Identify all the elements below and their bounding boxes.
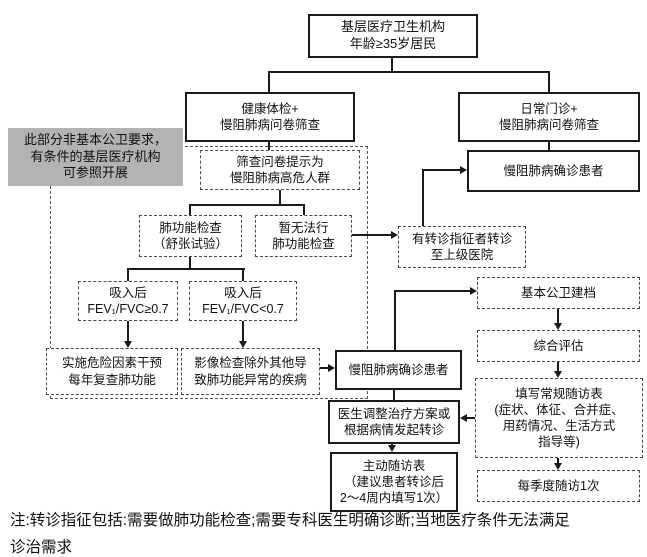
connector	[268, 71, 550, 73]
connector	[189, 257, 191, 268]
node-public-health-archive: 基本公卫建档	[477, 277, 640, 309]
node-risk-intervention: 实施危险因素干预 每年复查肺功能	[46, 348, 178, 395]
node-lung-function-test: 肺功能检查 （舒张试验）	[139, 215, 242, 257]
connector	[422, 170, 424, 226]
node-doctor-adjust-treatment: 医生调整治疗方案或 根据病情发起转诊	[328, 400, 460, 444]
node-confirmed-patient-top: 慢阻肺病确诊患者	[467, 150, 640, 192]
connector	[557, 309, 559, 323]
node-referral-to-hospital: 有转诊指征者转诊 至上级医院	[398, 226, 526, 268]
node-imaging-exclusion: 影像检查除外其他导 致肺功能异常的疾病	[181, 348, 320, 395]
connector	[393, 390, 395, 400]
connector	[268, 71, 270, 92]
node-quarterly-followup: 每季度随访1次	[477, 470, 640, 502]
arrowhead-left	[460, 414, 467, 422]
connector	[127, 268, 129, 281]
node-comprehensive-evaluation: 综合评估	[477, 330, 640, 362]
connector	[394, 291, 396, 350]
arrowhead-down	[554, 463, 562, 470]
arrowhead-right	[328, 364, 335, 372]
node-health-exam-screening: 健康体检+ 慢阻肺病问卷筛查	[185, 92, 355, 142]
connector	[320, 367, 328, 369]
connector	[127, 268, 245, 270]
arrowhead-down	[124, 341, 132, 348]
node-routine-followup-form: 填写常规随访表 (症状、体征、合并症、 用药情况、生活方式 指导等)	[475, 378, 643, 458]
connector	[548, 142, 550, 150]
arrowhead-down	[239, 341, 247, 348]
connector	[242, 321, 244, 341]
arrowhead-down	[388, 445, 396, 452]
node-confirmed-patient-mid: 慢阻肺病确诊患者	[335, 350, 462, 390]
node-primary-institution: 基层医疗卫生机构 年龄≥35岁居民	[308, 14, 478, 58]
connector	[268, 142, 270, 150]
connector	[127, 321, 129, 341]
node-active-followup-form: 主动随访表 （建议患者转诊后 2～4周内填写1次）	[330, 452, 458, 512]
node-unable-lung-test: 暂无法行 肺功能检查	[255, 215, 352, 257]
node-high-risk-result: 筛查问卷提示为 慢阻肺病高危人群	[200, 150, 360, 190]
connector	[394, 290, 470, 292]
node-fev-ratio-lt-07: 吸入后 FEV₁/FVC<0.7	[189, 281, 297, 321]
optional-section-region	[50, 146, 368, 399]
connector	[189, 204, 305, 206]
connector	[242, 268, 244, 281]
arrowhead-right	[460, 166, 467, 174]
connector	[557, 362, 559, 371]
node-fev-ratio-ge-07: 吸入后 FEV₁/FVC≥0.7	[78, 281, 178, 321]
connector	[303, 204, 305, 215]
connector	[548, 71, 550, 92]
connector	[557, 458, 559, 463]
footnote-referral-indications: 注:转诊指征包括:需要做肺功能检查;需要专科医生明确诊断;当地医疗条件无法满足 …	[10, 512, 570, 556]
arrowhead-right	[470, 287, 477, 295]
connector	[467, 417, 475, 419]
connector	[189, 204, 191, 215]
connector	[352, 234, 391, 236]
arrowhead-right	[391, 231, 398, 239]
connector	[391, 58, 393, 71]
arrowhead-down	[554, 371, 562, 378]
connector	[422, 169, 460, 171]
note-optional-section: 此部分非基本公卫要求， 有条件的基层医疗机构 可参照开展	[8, 128, 183, 186]
node-daily-clinic-screening: 日常门诊+ 慢阻肺病问卷筛查	[458, 92, 640, 142]
connector	[279, 190, 281, 204]
arrowhead-down	[554, 323, 562, 330]
